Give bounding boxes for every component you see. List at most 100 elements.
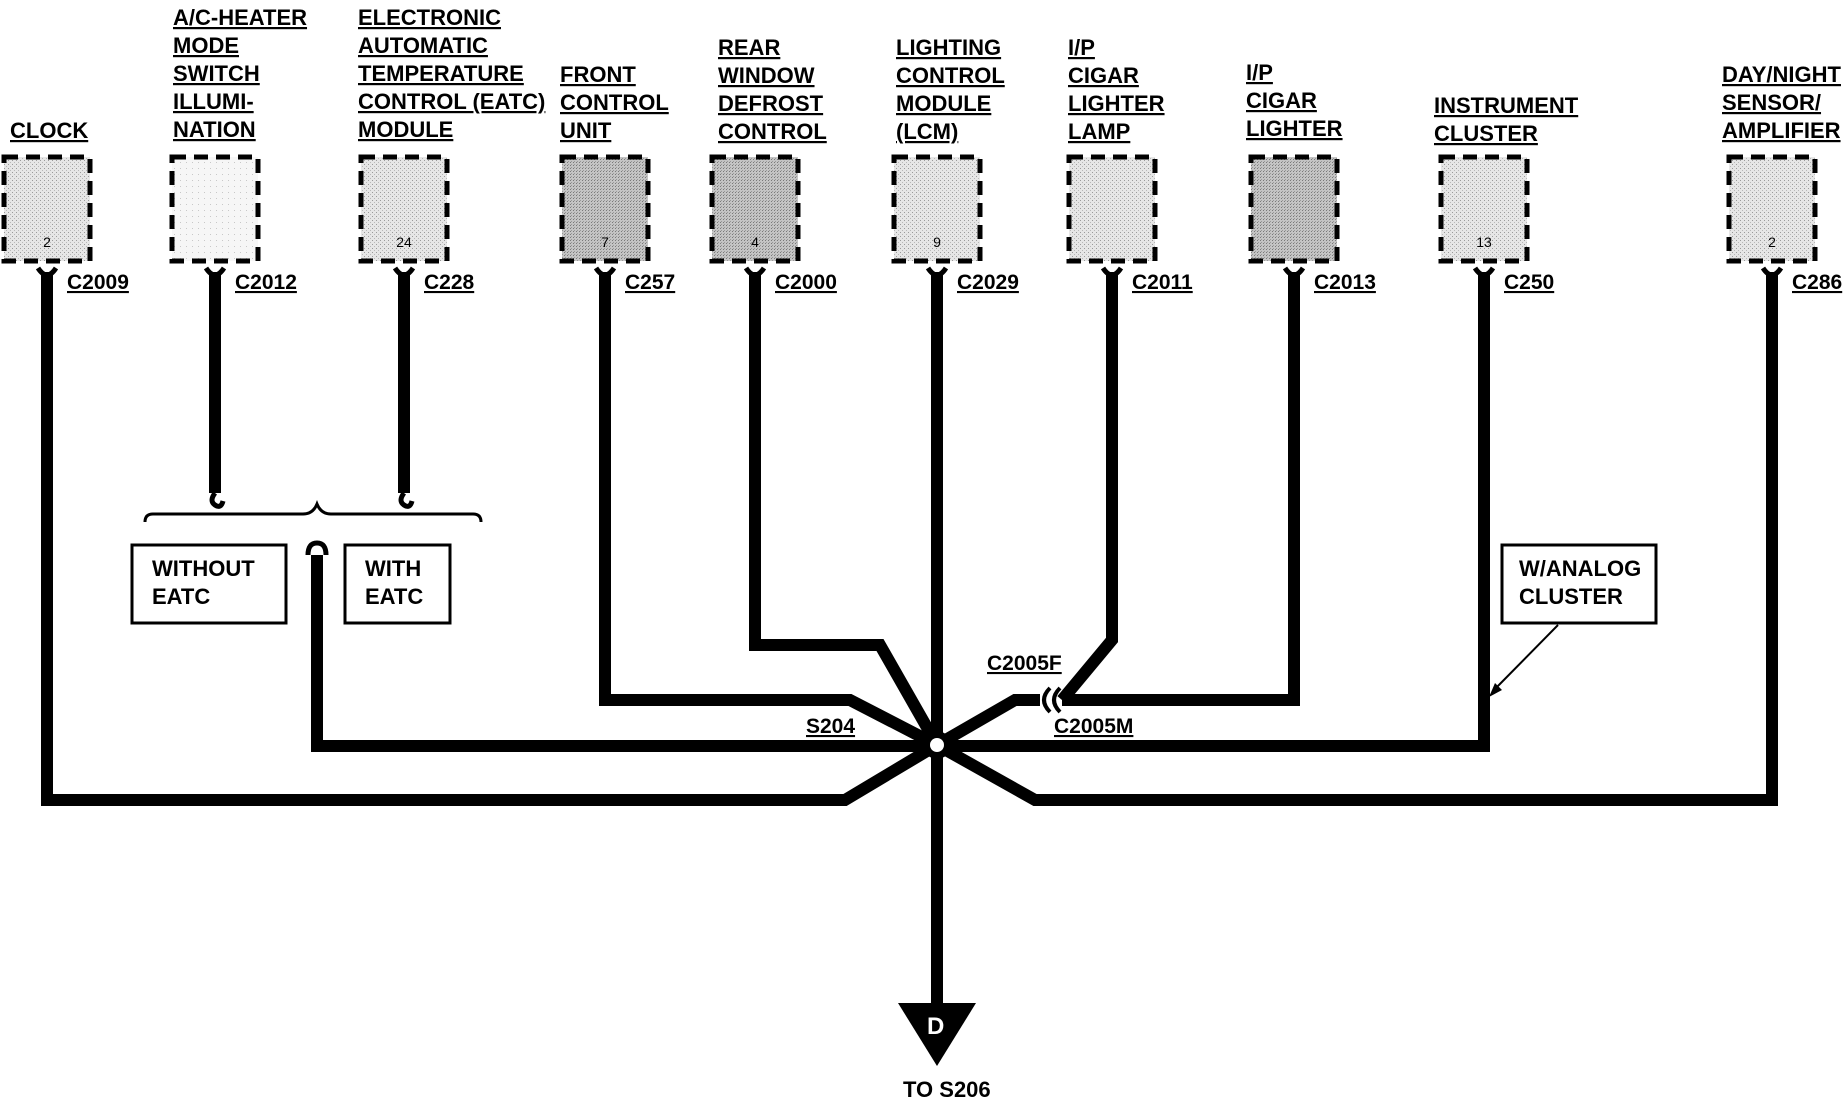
pin-number: 9 bbox=[933, 234, 941, 250]
connector-label: C2013 bbox=[1314, 271, 1376, 294]
connector-symbol bbox=[203, 266, 227, 278]
inline-connector-c2005: C2005F C2005M bbox=[987, 652, 1133, 738]
component-label-line: (LCM) bbox=[896, 119, 958, 144]
option-analog-cluster-box: W/ANALOG CLUSTER bbox=[1489, 543, 1658, 697]
connector-symbol bbox=[1282, 266, 1306, 278]
component-label-line: WINDOW bbox=[718, 63, 815, 88]
ground-letter: D bbox=[927, 1013, 944, 1040]
pin-number: 4 bbox=[751, 234, 759, 250]
wire-cigar-lighter bbox=[1062, 272, 1300, 706]
option-bracket bbox=[143, 491, 483, 556]
component-box bbox=[1248, 154, 1340, 264]
component-box bbox=[1438, 154, 1530, 264]
component-label-line: TEMPERATURE bbox=[358, 61, 524, 86]
pin-number: 13 bbox=[1476, 234, 1492, 250]
component-box bbox=[1, 154, 93, 264]
connector-symbol bbox=[1472, 266, 1496, 278]
wire-instrument-cluster bbox=[937, 272, 1490, 752]
components: CLOCK2C2009A/C-HEATERMODESWITCHILLUMI-NA… bbox=[1, 5, 1842, 294]
component-label-line: CIGAR bbox=[1246, 88, 1317, 113]
component-label-line: LIGHTER bbox=[1246, 116, 1343, 141]
ground-symbol: D TO S206 bbox=[898, 1003, 991, 1102]
component-box bbox=[169, 154, 261, 264]
component-ac-heater: A/C-HEATER MODE SWITCH ILLUMI- NATION C2012 bbox=[169, 5, 307, 294]
connector-label: C2011 bbox=[1132, 271, 1193, 294]
connector-symbol bbox=[35, 266, 59, 278]
svg-text:EATC: EATC bbox=[365, 584, 423, 609]
wire-day-night bbox=[934, 272, 1778, 806]
component-label-line: ILLUMI- bbox=[173, 89, 254, 114]
component-label-line: FRONT bbox=[560, 62, 636, 87]
connector-symbol bbox=[392, 266, 416, 278]
connector-label: C2012 bbox=[235, 271, 297, 294]
connector-c2005f-label: C2005F bbox=[987, 652, 1062, 675]
svg-text:WITHOUT: WITHOUT bbox=[152, 556, 255, 581]
component-label-line: CONTROL bbox=[560, 90, 669, 115]
component-box bbox=[358, 154, 450, 264]
component-label-line: MODE bbox=[173, 33, 239, 58]
connector-symbol bbox=[1760, 266, 1784, 278]
component-label-line: A/C-HEATER bbox=[173, 5, 307, 30]
component-label-line: AUTOMATIC bbox=[358, 33, 488, 58]
connector-symbol bbox=[925, 266, 949, 278]
connector-label: C228 bbox=[424, 271, 475, 294]
component-label-line: CONTROL (EATC) bbox=[358, 89, 545, 114]
component-label-line: CIGAR bbox=[1068, 63, 1139, 88]
svg-text:WITH: WITH bbox=[365, 556, 421, 581]
component-label-line: I/P bbox=[1068, 35, 1095, 60]
splice-label: S204 bbox=[806, 715, 855, 738]
component-label-line: UNIT bbox=[560, 118, 612, 143]
component-label-line: CONTROL bbox=[896, 63, 1005, 88]
wire-cigar-lamp-splice bbox=[934, 694, 1040, 751]
component-label-line: LIGHTING bbox=[896, 35, 1001, 60]
wire-rear-defrost bbox=[749, 272, 943, 748]
option-without-eatc-box: WITHOUT EATC bbox=[130, 543, 288, 625]
pin-number: 2 bbox=[43, 234, 51, 250]
wire-front-control bbox=[599, 272, 940, 751]
connector-label: C2000 bbox=[775, 271, 837, 294]
wire-option-feed bbox=[311, 555, 937, 752]
component-label-line: REAR bbox=[718, 35, 780, 60]
component-label-line: MODULE bbox=[896, 91, 991, 116]
connector-label: C257 bbox=[625, 271, 675, 294]
component-label-line: DAY/NIGHT bbox=[1722, 62, 1842, 87]
splice-s204: S204 bbox=[806, 715, 951, 759]
component-label-line: MODULE bbox=[358, 117, 453, 142]
component-box bbox=[709, 154, 801, 264]
component-label-line: LIGHTER bbox=[1068, 91, 1165, 116]
component-label-line: CLUSTER bbox=[1434, 121, 1538, 146]
component-label-line: SWITCH bbox=[173, 61, 260, 86]
wire-clock bbox=[41, 272, 941, 806]
connector-symbol bbox=[1100, 266, 1124, 278]
pin-number: 24 bbox=[396, 234, 412, 250]
component-label-line: CONTROL bbox=[718, 119, 827, 144]
wire-cigar-lamp bbox=[1057, 272, 1118, 704]
connector-label: C250 bbox=[1504, 271, 1554, 294]
destination-label: TO S206 bbox=[903, 1077, 991, 1102]
pin-number: 2 bbox=[1768, 234, 1776, 250]
component-label-line: LAMP bbox=[1068, 119, 1130, 144]
component-label-line: SENSOR/ bbox=[1722, 90, 1821, 115]
component-label-line: DEFROST bbox=[718, 91, 824, 116]
component-label-line: ELECTRONIC bbox=[358, 5, 501, 30]
component-box bbox=[559, 154, 651, 264]
component-label-line: NATION bbox=[173, 117, 256, 142]
option-with-eatc-box: WITH EATC bbox=[343, 543, 452, 625]
component-box bbox=[891, 154, 983, 264]
svg-text:EATC: EATC bbox=[152, 584, 210, 609]
component-label-line: AMPLIFIER bbox=[1722, 118, 1841, 143]
connector-symbol bbox=[593, 266, 617, 278]
connector-label: C2009 bbox=[67, 271, 129, 294]
component-box bbox=[1066, 154, 1158, 264]
component-label-line: INSTRUMENT bbox=[1434, 93, 1579, 118]
wires bbox=[41, 272, 1778, 1010]
component-box bbox=[1726, 154, 1818, 264]
svg-text:W/ANALOG: W/ANALOG bbox=[1519, 556, 1641, 581]
